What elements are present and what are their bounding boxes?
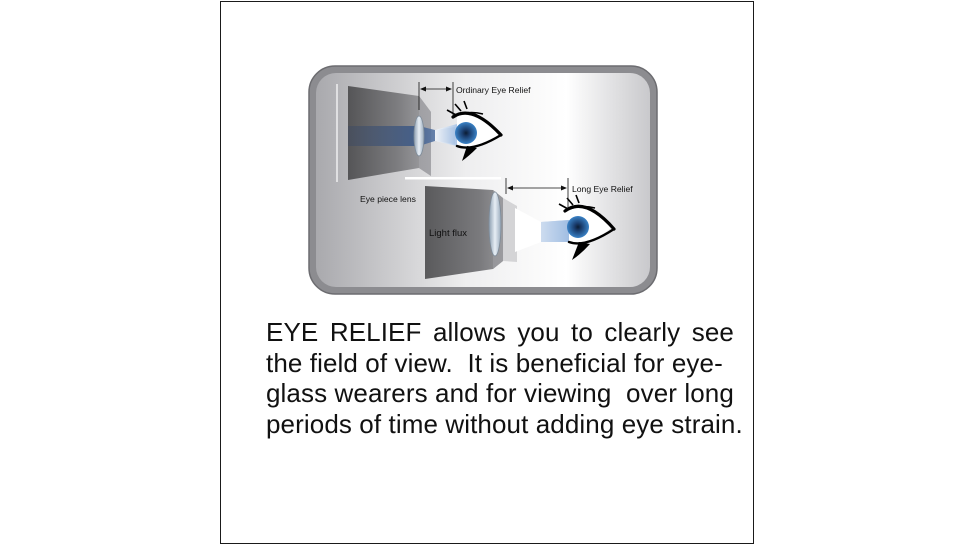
light-flux-label: Light flux (429, 228, 467, 239)
ordinary-eyepiece (348, 86, 457, 180)
content-frame: Ordinary Eye Relief (220, 1, 754, 544)
ordinary-eye-relief-dimension (418, 82, 454, 118)
eye-relief-diagram: Ordinary Eye Relief (308, 65, 658, 295)
ordinary-eye-icon (446, 100, 503, 161)
ordinary-eye-relief-label: Ordinary Eye Relief (456, 85, 531, 95)
eye-piece-lens-label: Eye piece lens (360, 194, 416, 204)
caption-line-1: EYE RELIEF allows you to clearly see (266, 317, 734, 347)
long-eyepiece-lens (488, 191, 502, 257)
ordinary-light-beam (348, 126, 455, 146)
long-eyepiece (425, 186, 569, 279)
eye-relief-caption: EYE RELIEF allows you to clearly see the… (266, 317, 743, 439)
caption-line-4: periods of time without adding eye strai… (266, 408, 743, 439)
panel-divider (405, 177, 501, 180)
caption-line-2: the field of view. It is beneficial for … (266, 347, 723, 378)
ordinary-eyepiece-lens (413, 115, 425, 157)
caption-line-3: glass wearers and for viewing over long (266, 378, 734, 408)
long-eye-relief-label: Long Eye Relief (572, 184, 633, 194)
long-eye-icon (558, 194, 616, 260)
long-eye-relief-dimension (505, 178, 569, 208)
long-light-beam (515, 208, 541, 252)
